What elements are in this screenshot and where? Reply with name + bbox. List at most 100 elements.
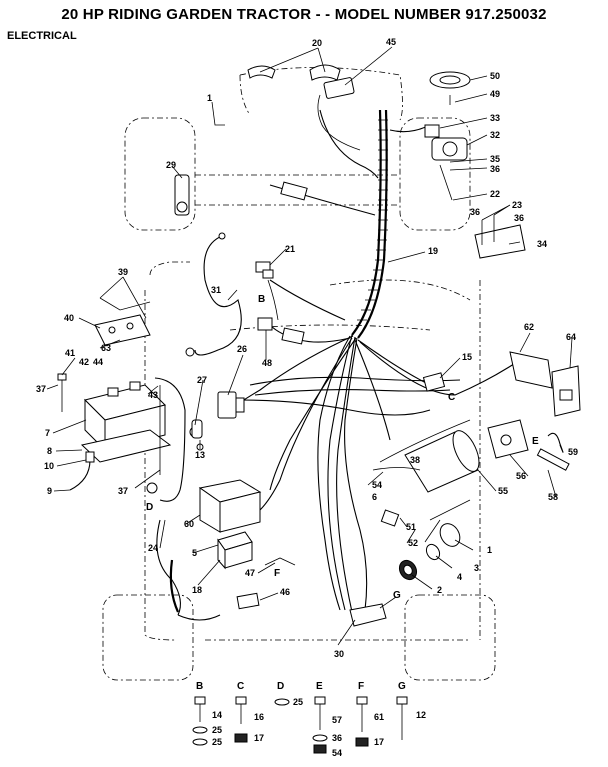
connector-62: [509, 351, 553, 389]
callout-31: 31: [211, 285, 221, 295]
callout-labels: 20 45 50 49 1 33 32 35 36 29 22 23 36 36…: [36, 37, 578, 659]
callout-8: 8: [47, 446, 52, 456]
bolt-41: [57, 373, 67, 412]
marker-g: G: [393, 590, 401, 601]
fuse-holder-64: [551, 365, 581, 417]
marker-e: E: [532, 436, 539, 447]
ground-clip-47: [264, 557, 296, 566]
callout-21: 21: [285, 244, 295, 254]
bolt-52: [429, 499, 471, 521]
callout-6: 6: [372, 492, 377, 502]
leader-lines: [46, 46, 573, 646]
callout-29: 29: [166, 160, 176, 170]
control-module-60: [198, 479, 262, 533]
pto-switch-29: [174, 174, 190, 216]
marker-c: C: [448, 392, 455, 403]
key-d-part-1: 25: [293, 697, 303, 707]
callout-49: 49: [490, 89, 500, 99]
hardware-f: [355, 696, 369, 747]
callout-2: 2: [437, 585, 442, 595]
key-c-part-1: 16: [254, 712, 264, 722]
hardware-e: [312, 696, 328, 754]
callout-38: 38: [410, 455, 420, 465]
connector-27: [191, 419, 203, 439]
callout-36: 36: [470, 207, 480, 217]
main-wiring-harness: [229, 109, 521, 613]
hardware-d: [274, 698, 290, 706]
key-b-part-2: 25: [212, 725, 222, 735]
cable-24: [156, 519, 221, 621]
callout-18: 18: [192, 585, 202, 595]
connector-48: [257, 317, 305, 345]
callout-47: 47: [245, 568, 255, 578]
hardware-key: [192, 696, 408, 754]
fuse-59: [547, 432, 564, 453]
key-letter-e: E: [316, 681, 323, 692]
voltage-regulator-56: [487, 419, 529, 459]
key-letter-f: F: [358, 681, 364, 692]
callout-63: 63: [101, 343, 111, 353]
callout-33: 33: [490, 113, 500, 123]
callout-39: 39: [118, 267, 128, 277]
callout-9: 9: [47, 486, 52, 496]
starter-motor-55: [372, 419, 480, 493]
hardware-b: [192, 696, 208, 746]
callout-24: 24: [148, 543, 158, 553]
callout-23: 23: [512, 200, 522, 210]
callout-34: 34: [537, 239, 547, 249]
connector-46: [236, 592, 260, 610]
connector-mid: [255, 181, 308, 273]
key-b-part-3: 25: [212, 737, 222, 747]
callout-50: 50: [490, 71, 500, 81]
connector-30: [349, 603, 387, 627]
callout-60: 60: [184, 519, 194, 529]
callout-5: 5: [192, 548, 197, 558]
callout-13: 13: [195, 450, 205, 460]
callout-27: 27: [197, 375, 207, 385]
callout-64: 64: [566, 332, 576, 342]
hardware-c: [234, 696, 248, 743]
battery-hold-down: [94, 297, 151, 346]
tractor-outline: [102, 67, 496, 681]
section-label: ELECTRICAL: [7, 30, 77, 42]
ignition-key-parts: [424, 71, 471, 201]
callout-35: 35: [490, 154, 500, 164]
page-title: 20 HP RIDING GARDEN TRACTOR - - MODEL NU…: [61, 6, 547, 23]
callout-36: 36: [514, 213, 524, 223]
callout-7: 7: [45, 428, 50, 438]
battery-cable-negative: [146, 377, 186, 502]
marker-f: F: [274, 568, 280, 579]
callout-32: 32: [490, 130, 500, 140]
bracket-34: [474, 215, 526, 259]
hardware-key-labels: B 14 25 25 C 16 17 D 25 E 57 36 54 F 61 …: [196, 681, 426, 758]
callout-10: 10: [44, 461, 54, 471]
key-e-part-3: 54: [332, 748, 342, 758]
key-e-part-1: 57: [332, 715, 342, 725]
callout-4: 4: [457, 572, 462, 582]
key-e-part-2: 36: [332, 733, 342, 743]
key-g-part-1: 12: [416, 710, 426, 720]
pin-58: [536, 448, 570, 471]
callout-37: 37: [118, 486, 128, 496]
callout-20: 20: [312, 38, 322, 48]
key-f-part-1: 61: [374, 712, 384, 722]
callout-1: 1: [207, 93, 212, 103]
callout-59: 59: [568, 447, 578, 457]
callout-45: 45: [386, 37, 396, 47]
callout-30: 30: [334, 649, 344, 659]
key-letter-b: B: [196, 681, 203, 692]
callout-22: 22: [490, 189, 500, 199]
key-letter-d: D: [277, 681, 284, 692]
callout-56: 56: [516, 471, 526, 481]
hardware-g: [396, 696, 408, 740]
key-letter-c: C: [237, 681, 244, 692]
callout-37: 37: [36, 384, 46, 394]
callout-40: 40: [64, 313, 74, 323]
callout-48: 48: [262, 358, 272, 368]
connector-15: [422, 372, 446, 392]
callout-54: 54: [372, 480, 382, 490]
callout-43: 43: [148, 390, 158, 400]
callout-19: 19: [428, 246, 438, 256]
callout-36: 36: [490, 164, 500, 174]
